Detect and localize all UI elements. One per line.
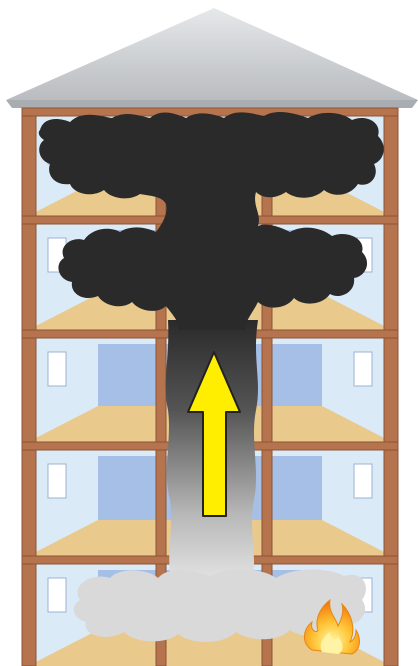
roof xyxy=(6,8,418,108)
window-icon xyxy=(354,464,372,498)
roof-eave xyxy=(6,100,418,108)
frame-column xyxy=(384,108,398,666)
window-icon xyxy=(48,578,66,612)
roof-icon xyxy=(6,8,418,100)
window-icon xyxy=(48,352,66,386)
window-icon xyxy=(354,352,372,386)
frame-column xyxy=(22,108,36,666)
window-icon xyxy=(48,464,66,498)
